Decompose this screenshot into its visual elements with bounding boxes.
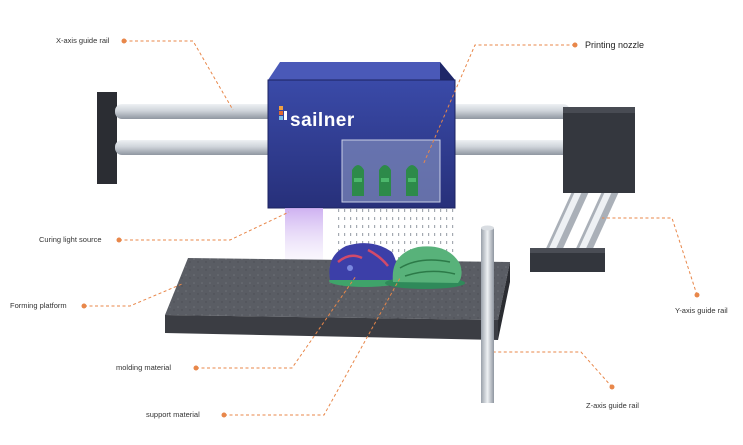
callout-y-rail [602,217,698,296]
nozzle-heads [352,165,418,196]
callout-dots [81,38,700,418]
label-forming-platform: Forming platform [10,301,67,310]
label-printing-nozzle: Printing nozzle [585,40,645,50]
printed-part-support [385,246,465,289]
z-axis-rail [481,228,494,403]
callout-z-rail [494,351,613,388]
label-support-material: support material [146,410,200,419]
callout-molding [196,275,357,369]
x-rail-end-block-left [97,92,117,184]
callout-x-rail [124,40,234,111]
callout-lines [84,40,698,416]
curing-light-beam [285,208,323,262]
callout-nozzle [422,44,575,166]
printed-part-molding [329,243,401,287]
callout-curing-light [119,211,290,241]
x-rail-end-block-right [563,107,635,193]
label-x-axis-rail: X-axis guide rail [56,36,110,45]
sailner-logo-icon [279,106,287,120]
callout-support [224,277,401,416]
y-axis-rails [530,185,622,272]
callout-forming-platform [84,283,183,307]
label-y-axis-rail: Y-axis guide rail [675,306,728,315]
label-z-axis-rail: Z-axis guide rail [586,401,639,410]
label-curing-light: Curing light source [39,235,102,244]
label-molding-material: molding material [116,363,172,372]
brand-logo-text: sailner [290,110,355,131]
printhead-carriage [267,62,456,209]
